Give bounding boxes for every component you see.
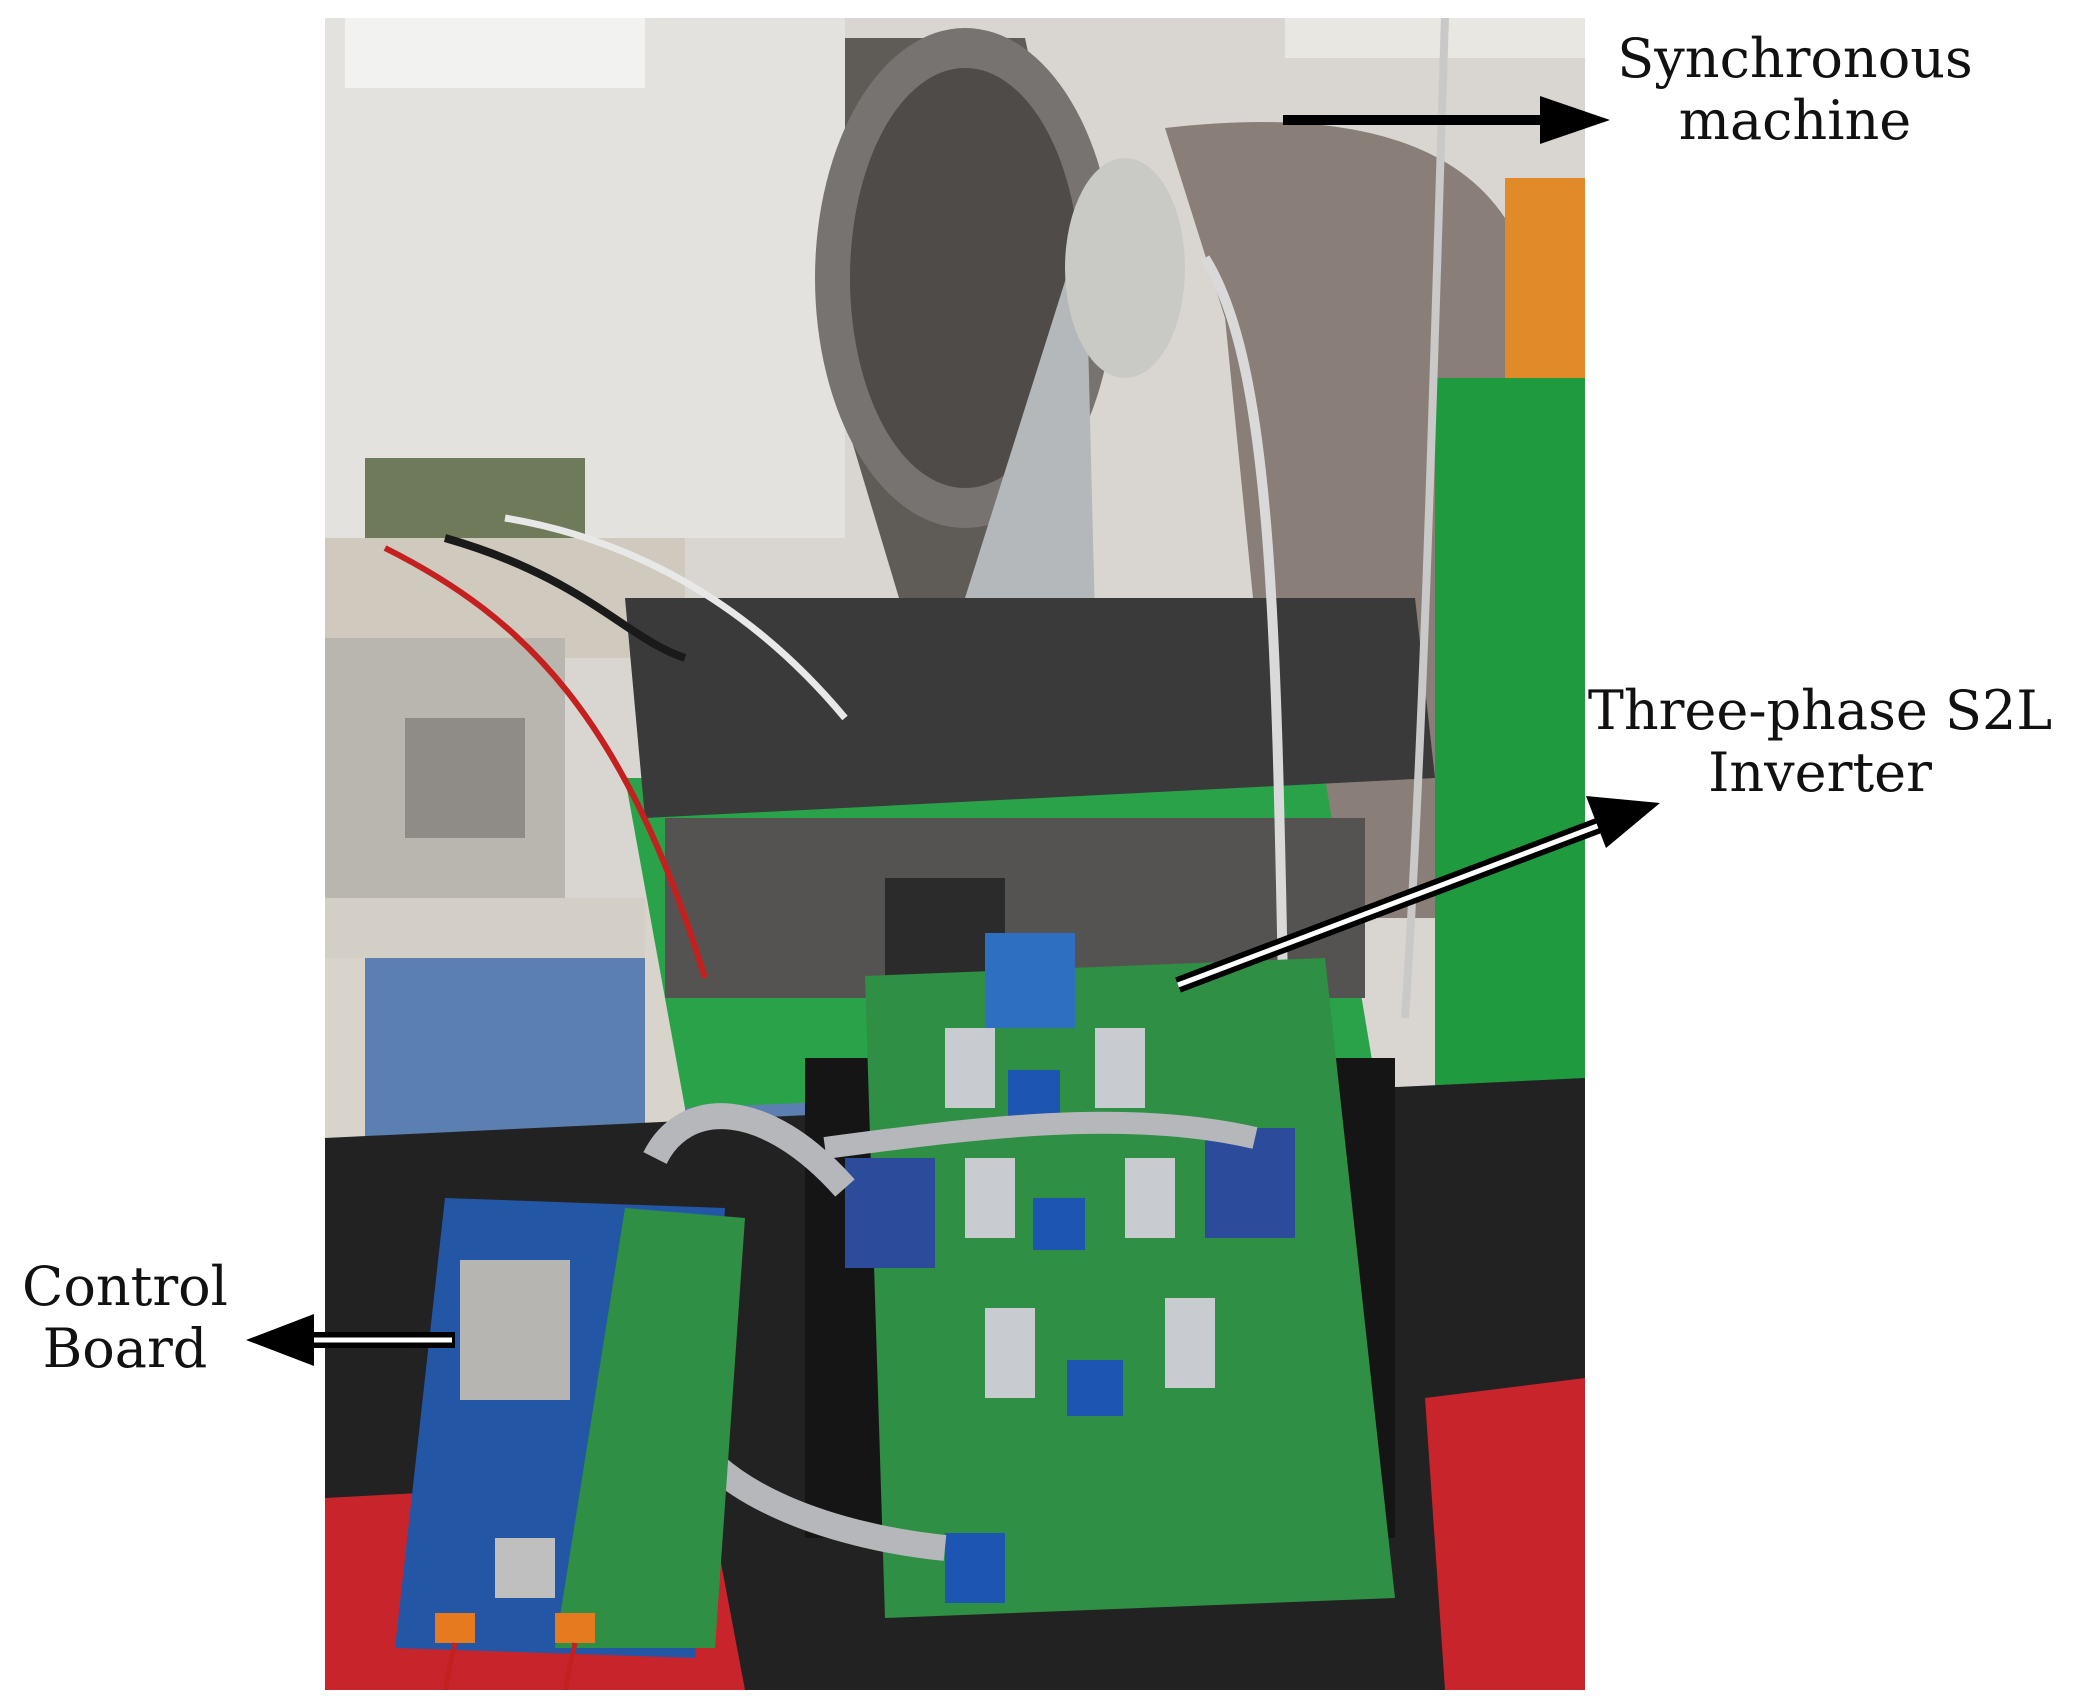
control-board-label: Control Board <box>0 1256 250 1380</box>
synchronous-machine-label: Synchronous machine <box>1575 28 2015 152</box>
inverter-capacitor <box>985 933 1075 1028</box>
machine-bed <box>625 598 1435 818</box>
inverter-label: Three-phase S2L Inverter <box>1570 680 2070 804</box>
machine-frame <box>1435 378 1585 1098</box>
control-module <box>460 1260 570 1400</box>
lab-setup-photo <box>325 18 1585 1690</box>
synchronous-machine-label-line1: Synchronous <box>1617 27 1973 90</box>
inverter-label-line1: Three-phase S2L <box>1587 679 2053 742</box>
inverter-label-line2: Inverter <box>1708 741 1932 804</box>
synchronous-machine-label-line2: machine <box>1678 89 1912 152</box>
wall-poster <box>345 18 645 88</box>
support-plate <box>965 218 1095 618</box>
control-board-label-line2: Board <box>42 1317 208 1380</box>
photo-illustration <box>325 18 1585 1690</box>
control-board-label-line1: Control <box>22 1255 228 1318</box>
